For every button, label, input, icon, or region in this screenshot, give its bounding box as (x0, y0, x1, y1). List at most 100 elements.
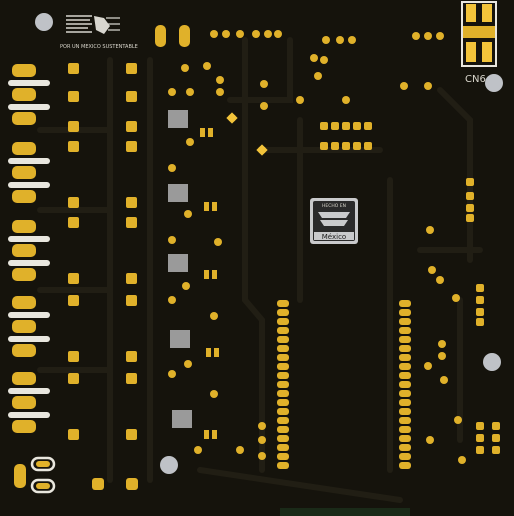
component (168, 254, 188, 272)
mounting-hole (160, 456, 178, 474)
trace (227, 37, 293, 103)
pad (68, 273, 79, 284)
connector-pad (12, 64, 36, 77)
pad (68, 141, 79, 152)
via-pad (440, 376, 448, 384)
ic-pad (277, 336, 289, 343)
via-pad (186, 138, 194, 146)
via-pad (258, 422, 266, 430)
ic-pad (277, 318, 289, 325)
pad (68, 217, 79, 228)
via-pad (454, 416, 462, 424)
cn6-pad (466, 4, 476, 22)
pad (126, 217, 137, 228)
pad (36, 483, 50, 489)
ic-pad (399, 435, 411, 442)
ic-pad (399, 309, 411, 316)
pad (466, 178, 474, 186)
trace (437, 87, 473, 263)
via-pad (214, 238, 222, 246)
ic-pad (277, 417, 289, 424)
pad (68, 429, 79, 440)
ic-pad (353, 142, 361, 150)
connector-pad (12, 420, 36, 433)
connector-pad (12, 396, 36, 409)
ic-pad (277, 372, 289, 379)
ic-pad (331, 122, 339, 130)
pad (476, 296, 484, 304)
via-pad (426, 226, 434, 234)
ic-pad (277, 363, 289, 370)
via-pad (184, 210, 192, 218)
via-pad (216, 76, 224, 84)
ic-pad (399, 390, 411, 397)
via-pad (222, 30, 230, 38)
via-pad (320, 56, 328, 64)
pad (68, 121, 79, 132)
cn6-pad (482, 42, 492, 62)
connector-silk (8, 260, 50, 266)
connector-pad (12, 142, 36, 155)
via-pad (168, 236, 176, 244)
pad (68, 373, 79, 384)
via-pad (438, 352, 446, 360)
connector-pad (12, 320, 36, 333)
connector-silk (8, 236, 50, 242)
ic-pad (399, 408, 411, 415)
connector-silk (8, 80, 50, 86)
cn6-pad (482, 4, 492, 22)
connector-pad (12, 296, 36, 309)
ic-pad (277, 453, 289, 460)
via-pad (274, 30, 282, 38)
ic-pad (277, 381, 289, 388)
via-pad (236, 30, 244, 38)
pad (126, 373, 137, 384)
pad (204, 430, 209, 439)
ic-pad (399, 381, 411, 388)
connector-pad (12, 220, 36, 233)
ic-pad (364, 142, 372, 150)
connector-silk (8, 412, 50, 418)
pad (226, 112, 238, 124)
pad (466, 214, 474, 222)
component (168, 184, 188, 202)
ic-pad (399, 417, 411, 424)
pad (466, 204, 474, 212)
via-pad (236, 446, 244, 454)
via-pad (210, 390, 218, 398)
ic-pad (399, 327, 411, 334)
connector-pad (12, 344, 36, 357)
pad (126, 63, 137, 74)
pad (256, 144, 268, 156)
via-pad (258, 436, 266, 444)
via-pad (210, 30, 218, 38)
cn6-outline (461, 1, 497, 67)
via-pad (452, 294, 460, 302)
logo-top-text: HECHO EN (322, 203, 346, 209)
via-pad (194, 446, 202, 454)
ic-pad (342, 142, 350, 150)
ic-pad (320, 142, 328, 150)
pad (68, 91, 79, 102)
pad (68, 295, 79, 306)
copper-pads (12, 4, 500, 490)
ic-pad (364, 122, 372, 130)
via-pad (426, 436, 434, 444)
via-pad (182, 282, 190, 290)
via-pad (252, 30, 260, 38)
copper-traces (37, 37, 483, 516)
via-pad (348, 36, 356, 44)
ic-pad (399, 300, 411, 307)
via-pad (400, 82, 408, 90)
ic-pad (331, 142, 339, 150)
ic-pad (277, 408, 289, 415)
pad (126, 91, 137, 102)
pad (208, 128, 213, 137)
connector-pad (12, 190, 36, 203)
via-pad (296, 96, 304, 104)
via-pad (428, 266, 436, 274)
pad (200, 128, 205, 137)
ic-pad (399, 462, 411, 469)
pad (92, 478, 104, 490)
